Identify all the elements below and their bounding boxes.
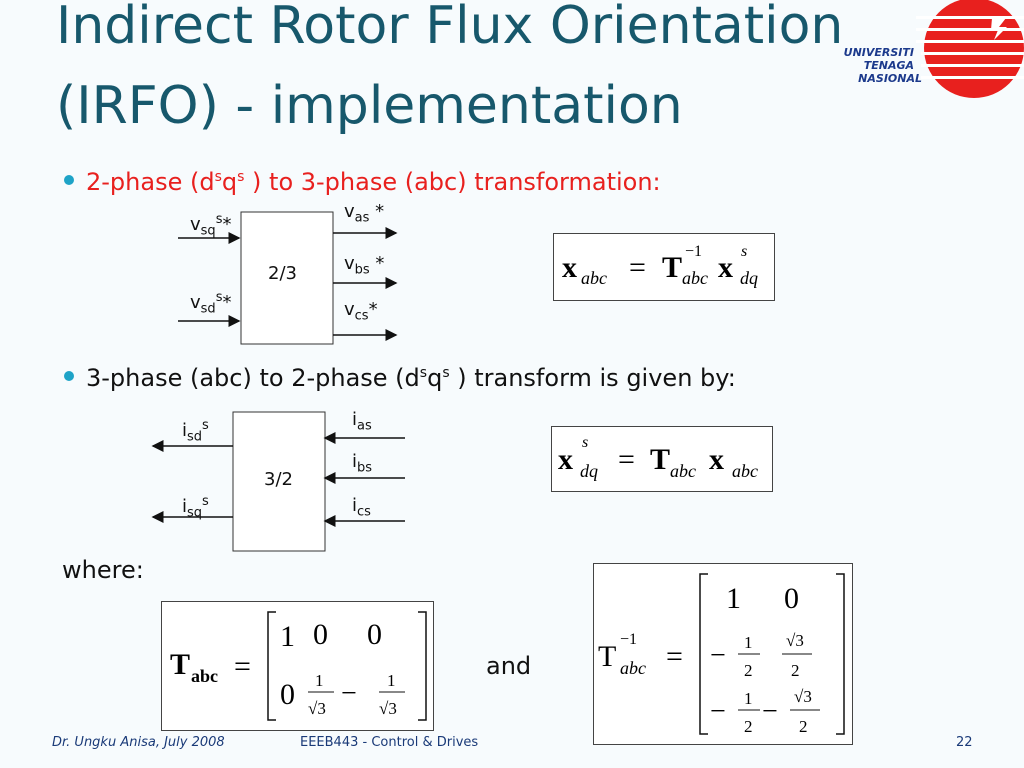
svg-text:2: 2 — [744, 717, 753, 736]
svg-text:abc: abc — [682, 268, 708, 288]
svg-text:abc: abc — [191, 666, 218, 686]
logo-text-line3: NASIONAL — [858, 72, 922, 85]
logo-text-line1: UNIVERSITI — [844, 46, 914, 59]
svg-text:−: − — [710, 696, 726, 727]
matrix-tabc: T abc = 1 0 0 0 1 √3 − 1 √3 — [170, 611, 427, 721]
bullet-3to2: 3-phase (abc) to 2-phase (dsqs ) transfo… — [64, 358, 736, 393]
svg-text:0: 0 — [280, 678, 295, 711]
slide-title-line2: (IRFO) - implementation — [56, 76, 683, 136]
svg-text:=: = — [234, 650, 251, 683]
svg-text:T: T — [598, 640, 616, 673]
matrix-tabc-box: T abc = 1 0 0 0 1 √3 − 1 √3 — [161, 601, 434, 731]
svg-text:−1: −1 — [620, 631, 637, 648]
ics-label: ics — [352, 495, 371, 520]
matrix-tinv-box: T −1 abc = 1 0 − 1 2 √3 2 − 1 2 − √3 2 — [593, 563, 853, 745]
svg-text:=: = — [629, 251, 646, 284]
equation-x-abc-box: x abc = T −1 abc x s dq — [553, 233, 775, 301]
svg-text:1: 1 — [744, 689, 753, 708]
footer-author: Dr. Ungku Anisa, July 2008 — [52, 735, 225, 750]
svg-text:s: s — [582, 434, 588, 451]
svg-text:0: 0 — [784, 582, 799, 615]
svg-text:−: − — [762, 696, 778, 727]
svg-text:−: − — [341, 678, 357, 709]
svg-text:1: 1 — [726, 582, 741, 615]
svg-text:T: T — [650, 443, 670, 476]
matrix-tinv: T −1 abc = 1 0 − 1 2 √3 2 − 1 2 − √3 2 — [598, 573, 845, 736]
svg-text:1: 1 — [744, 633, 753, 652]
where-label: where: — [62, 556, 144, 584]
isq-label: isqs — [182, 494, 209, 521]
svg-text:abc: abc — [581, 268, 607, 288]
slide-title: Indirect Rotor Flux Orientation (IRFO) -… — [56, 0, 926, 146]
svg-text:T: T — [170, 648, 190, 681]
svg-text:abc: abc — [670, 461, 696, 481]
slide-title-line1: Indirect Rotor Flux Orientation — [56, 0, 844, 56]
svg-text:√3: √3 — [308, 699, 326, 718]
block-3to2-diagram — [151, 411, 405, 552]
svg-text:abc: abc — [620, 658, 646, 678]
university-logo: UNIVERSITI TENAGA NASIONAL — [806, 0, 1024, 100]
bullet-dot-icon — [64, 371, 74, 381]
svg-text:2: 2 — [799, 717, 808, 736]
svg-text:x: x — [709, 443, 724, 476]
svg-text:√3: √3 — [379, 699, 397, 718]
vas-label: vas * — [344, 201, 385, 226]
svg-text:−: − — [710, 640, 726, 671]
equation-x-dq: x s dq = T abc x abc — [558, 434, 758, 481]
vsq-label: vsqs* — [190, 212, 232, 239]
svg-text:2: 2 — [744, 661, 753, 680]
svg-text:x: x — [718, 251, 733, 284]
footer-page-number: 22 — [956, 735, 973, 750]
logo-circle — [924, 0, 1024, 98]
svg-text:−1: −1 — [685, 243, 702, 260]
bullet-2to3: 2-phase (dsqs ) to 3-phase (abc) transfo… — [64, 162, 661, 197]
and-label: and — [486, 652, 532, 680]
svg-text:√3: √3 — [794, 687, 812, 706]
svg-text:dq: dq — [580, 461, 598, 481]
ibs-label: ibs — [352, 451, 373, 476]
svg-text:abc: abc — [732, 461, 758, 481]
logo-text-line2: TENAGA — [864, 59, 914, 72]
vsd-label: vsds* — [190, 290, 232, 317]
svg-text:1: 1 — [315, 671, 324, 690]
isd-label: isds — [182, 418, 209, 445]
svg-text:dq: dq — [740, 268, 758, 288]
vcs-label: vcs* — [344, 299, 378, 324]
block-3to2-box — [232, 411, 326, 552]
svg-text:=: = — [618, 443, 635, 476]
svg-text:1: 1 — [387, 671, 396, 690]
bullet-dot-icon — [64, 175, 74, 185]
equation-x-abc: x abc = T −1 abc x s dq — [562, 243, 758, 288]
ias-label: ias — [352, 409, 372, 434]
footer-course: EEEB443 - Control & Drives — [300, 735, 479, 750]
equation-x-dq-box: x s dq = T abc x abc — [551, 426, 773, 492]
block-2to3-diagram — [178, 211, 398, 345]
lightning-icon — [991, 18, 1007, 40]
block-2to3-label: 2/3 — [268, 263, 297, 284]
svg-text:x: x — [562, 251, 577, 284]
vbs-label: vbs * — [344, 253, 385, 278]
svg-text:s: s — [741, 243, 747, 260]
logo-graphic: UNIVERSITI TENAGA NASIONAL — [816, 0, 1024, 98]
svg-text:2: 2 — [791, 661, 800, 680]
svg-text:x: x — [558, 443, 573, 476]
svg-text:=: = — [666, 640, 683, 673]
block-2to3-box — [240, 211, 334, 345]
svg-text:T: T — [662, 251, 682, 284]
svg-text:0: 0 — [367, 618, 382, 651]
svg-text:0: 0 — [313, 618, 328, 651]
svg-text:1: 1 — [280, 620, 295, 653]
block-3to2-label: 3/2 — [264, 469, 293, 490]
svg-text:√3: √3 — [786, 631, 804, 650]
